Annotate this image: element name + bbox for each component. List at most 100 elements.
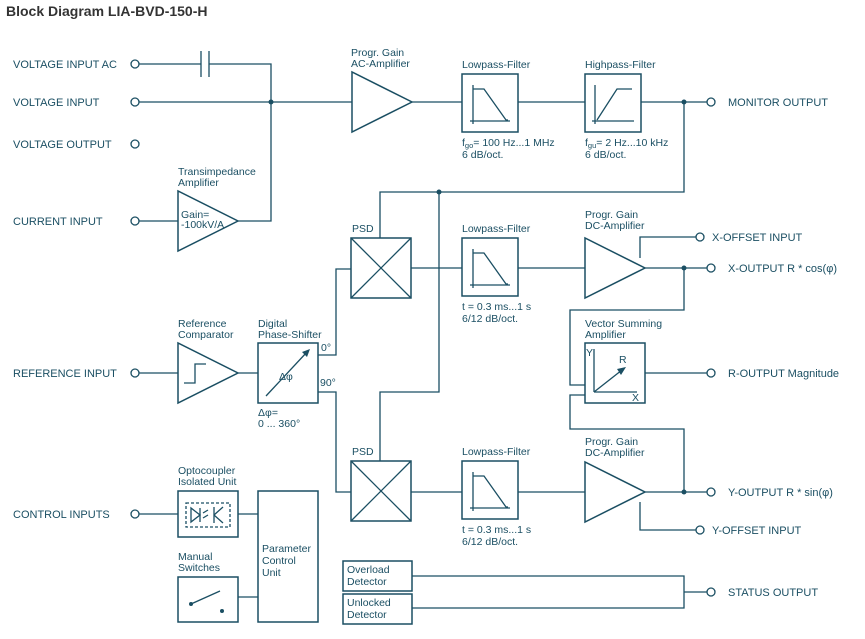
dc-amplifier-y-block: Progr. Gain DC-Amplifier [584,436,647,524]
lowpass-filter-x-block: Lowpass-Filter t = 0.3 ms...1 s 6/12 dB/… [461,223,531,325]
highpass-top-slope: 6 dB/oct. [585,149,626,161]
comparator-label-2: Comparator [178,329,234,341]
transimpedance-amplifier-block: Transimpedance Amplifier Gain= -100kV/A [177,166,256,253]
terminal-r-output [706,368,716,378]
phase-shifter-label-2: Phase-Shifter [258,329,322,341]
dc-amp-y-label-2: DC-Amplifier [585,447,645,459]
label-current-input: CURRENT INPUT [13,216,103,228]
lowpass-y-title: Lowpass-Filter [462,446,531,458]
lowpass-y-spec1: t = 0.3 ms...1 s [462,524,531,536]
label-r-output: R-OUTPUT Magnitude [728,368,839,380]
lowpass-x-title: Lowpass-Filter [462,223,531,235]
terminal-x-offset-input [695,232,705,242]
phase-shifter-label-1: Digital [258,318,287,330]
parameter-control-label-3: Unit [262,567,281,579]
terminal-voltage-output [130,139,140,149]
phase-shifter-block: Δφ Digital Phase-Shifter 0° 90° Δφ= 0 ..… [257,318,336,430]
phase-0-degree: 0° [321,342,331,354]
label-monitor-output: MONITOR OUTPUT [728,97,828,109]
label-voltage-output: VOLTAGE OUTPUT [13,139,112,151]
phase-90-degree: 90° [320,377,336,389]
highpass-top-title: Highpass-Filter [585,59,656,71]
lowpass-top-slope: 6 dB/oct. [462,149,503,161]
ac-amplifier-block: Progr. Gain AC-Amplifier [351,47,414,134]
wires [139,63,707,609]
capacitor-symbol [200,51,210,77]
phase-shifter-symbol: Δφ [279,371,293,383]
highpass-filter-top-block: Highpass-Filter fgu= 2 Hz...10 kHz 6 dB/… [584,59,668,161]
optocoupler-label-2: Isolated Unit [178,476,236,488]
optocoupler-block: Optocoupler Isolated Unit [177,465,239,538]
transimpedance-label-1: Transimpedance [178,166,256,178]
junction-dots [268,99,687,495]
parameter-control-unit-block: Parameter Control Unit [257,490,319,623]
ac-amp-label-1: Progr. Gain [351,47,404,59]
terminal-control-inputs [130,509,140,519]
highpass-top-spec: fgu= 2 Hz...10 kHz [585,137,668,150]
lowpass-filter-top-block: Lowpass-Filter fgo= 100 Hz...1 MHz 6 dB/… [461,59,555,161]
terminal-y-output [706,487,716,497]
manual-switches-label-2: Switches [178,562,220,574]
phase-range-2: 0 ... 360° [258,418,300,430]
psd-x-block: PSD [350,223,412,299]
overload-label-2: Detector [347,576,387,588]
switch-icon [190,590,221,605]
vector-sum-label-1: Vector Summing [585,318,662,330]
terminals [130,59,716,597]
lowpass-top-title: Lowpass-Filter [462,59,531,71]
unlocked-label-1: Unlocked [347,597,391,609]
lowpass-top-spec: fgo= 100 Hz...1 MHz [462,137,555,150]
comparator-label-1: Reference [178,318,227,330]
lowpass-filter-y-block: Lowpass-Filter t = 0.3 ms...1 s 6/12 dB/… [461,446,531,548]
unlocked-label-2: Detector [347,609,387,621]
phase-arrow-icon [265,351,308,397]
label-x-output: X-OUTPUT R * cos(φ) [728,263,837,275]
vector-arrow-icon [593,369,623,393]
terminal-voltage-input-ac [130,59,140,69]
vector-axis-r: R [619,354,627,366]
parameter-control-label-2: Control [262,555,296,567]
unlocked-detector-block: Unlocked Detector [342,593,413,625]
label-reference-input: REFERENCE INPUT [13,368,117,380]
transimpedance-label-2: Amplifier [178,177,219,189]
terminal-x-output [706,263,716,273]
terminal-reference-input [130,368,140,378]
terminal-status-output [706,587,716,597]
label-y-offset-input: Y-OFFSET INPUT [712,525,802,537]
overload-detector-block: Overload Detector [342,560,413,592]
label-voltage-input-ac: VOLTAGE INPUT AC [13,59,117,71]
transimpedance-gain-2: -100kV/A [181,219,224,231]
terminal-current-input [130,216,140,226]
led-icon [190,506,202,524]
reference-comparator-block: Reference Comparator [177,318,240,405]
terminal-y-offset-input [695,525,705,535]
vector-axis-y: Y [586,347,593,359]
psd-y-label: PSD [352,446,374,458]
vector-sum-label-2: Amplifier [585,329,626,341]
dc-amplifier-x-block: Progr. Gain DC-Amplifier [584,209,647,300]
port-labels: VOLTAGE INPUT AC VOLTAGE INPUT VOLTAGE O… [13,59,839,599]
terminal-monitor-output [706,97,716,107]
label-x-offset-input: X-OFFSET INPUT [712,232,803,244]
phase-range-1: Δφ= [258,407,278,419]
lowpass-x-spec2: 6/12 dB/oct. [462,313,518,325]
dc-amp-x-label-2: DC-Amplifier [585,220,645,232]
page-title: Block Diagram LIA-BVD-150-H [6,3,208,19]
parameter-control-label-1: Parameter [262,543,312,555]
label-control-inputs: CONTROL INPUTS [13,509,110,521]
label-status-output: STATUS OUTPUT [728,587,818,599]
manual-switches-label-1: Manual [178,551,212,563]
optocoupler-label-1: Optocoupler [178,465,236,477]
comparator-step-icon [184,363,206,384]
manual-switches-block: Manual Switches [177,551,239,623]
lowpass-y-spec2: 6/12 dB/oct. [462,536,518,548]
vector-axis-x: X [632,392,639,404]
transimpedance-gain-1: Gain= [181,209,209,221]
label-y-output: Y-OUTPUT R * sin(φ) [728,487,833,499]
lowpass-x-spec1: t = 0.3 ms...1 s [462,301,531,313]
terminal-voltage-input [130,97,140,107]
psd-y-block: PSD [350,446,412,522]
vector-summing-amplifier-block: Y X R Vector Summing Amplifier [584,318,662,404]
psd-x-label: PSD [352,223,374,235]
